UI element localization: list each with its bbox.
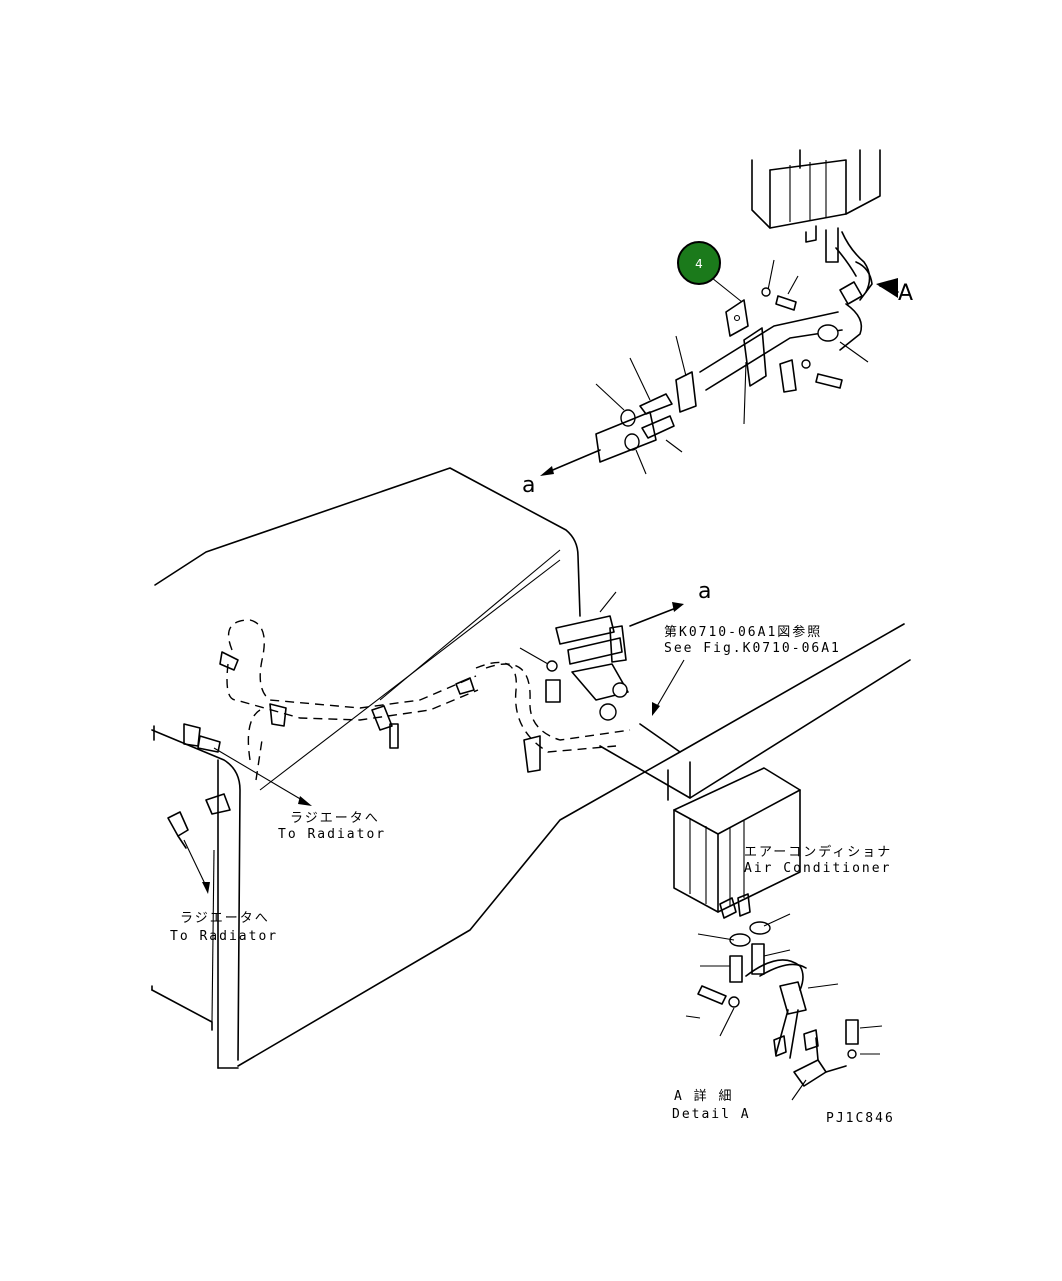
aircon-en: Air Conditioner [744, 861, 891, 876]
detail-en: Detail A [672, 1107, 751, 1122]
dashed-harness [226, 619, 631, 781]
aircon-fittings [697, 893, 791, 1008]
bracket-plate [725, 299, 767, 425]
fig-ref-jp: 第K0710-06A1図参照 [664, 624, 822, 640]
arrow-to-a-mid: a [629, 579, 711, 627]
radiator-jp-2: ラジエータへ [180, 911, 270, 926]
view-arrow-A: A [876, 278, 913, 306]
radiator-en-2: To Radiator [170, 929, 278, 944]
air-conditioner-unit [673, 767, 801, 913]
callout-number: 4 [695, 257, 703, 271]
machine-platform-right [599, 623, 911, 801]
detail-jp: A 詳 細 [674, 1088, 733, 1104]
arrow-to-radiator-1 [213, 747, 312, 806]
drawing-id: PJ1C846 [826, 1111, 895, 1126]
machine-body-outline [151, 467, 681, 1069]
radiator-en-1: To Radiator [278, 827, 386, 842]
upper-hoses [825, 227, 873, 351]
ref-letter-a-top: a [522, 473, 535, 498]
bolt-washer-top [761, 259, 843, 393]
see-fig-leader [652, 659, 685, 716]
main-pipe-upper [699, 311, 869, 391]
ref-letter-a-mid: a [698, 579, 711, 604]
callout-4[interactable]: 4 [677, 241, 743, 303]
radiator-jp-1: ラジエータへ [290, 811, 380, 826]
upper-unit-housing [751, 149, 881, 243]
arrow-to-a-top: a [522, 449, 601, 498]
aircon-jp: エアーコンディショナ [744, 844, 892, 860]
center-fittings [519, 591, 629, 721]
top-hose-clamps [595, 335, 697, 475]
view-letter-A: A [898, 281, 913, 306]
harness-connectors [183, 651, 541, 815]
fig-ref-en: See Fig.K0710-06A1 [664, 641, 841, 656]
aircon-bracket [685, 1007, 883, 1101]
aircon-hoses [745, 959, 839, 1059]
radiator-sensor-1 [167, 811, 210, 894]
